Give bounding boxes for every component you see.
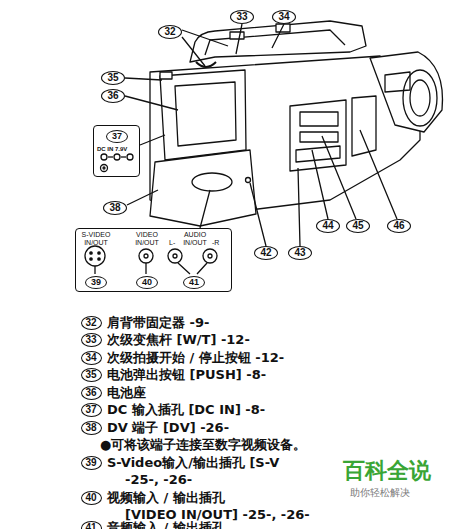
watermark: 助你轻松解决 <box>347 486 413 500</box>
jack-label: L- <box>169 239 175 246</box>
part-description: ●可将该端子连接至数字视频设备。 <box>100 437 306 453</box>
callout-number: 38 <box>81 421 102 435</box>
callout-number: 32 <box>81 316 102 330</box>
callout-number: 36 <box>101 89 125 103</box>
callout-number: 43 <box>288 246 312 260</box>
jack-label: S-VIDEO IN/OUT <box>76 231 116 247</box>
part-description: 肩背带固定器 -9- <box>107 315 209 331</box>
callout-number: 45 <box>346 219 370 233</box>
callout-number: 33 <box>230 10 254 24</box>
jack-label: VIDEO IN/OUT <box>130 231 164 247</box>
jack-label: AUDIO IN/OUT <box>180 231 210 247</box>
watermark: 百科全说 <box>340 456 434 486</box>
callout-number: 39 <box>85 276 107 289</box>
inset-box: S-VIDEO IN/OUT VIDEO IN/OUT L- AUDIO IN/OUT… <box>75 228 232 292</box>
jack-label: -R <box>212 239 219 246</box>
part-description: 次级拍摄开始 / 停止按钮 -12- <box>107 350 284 366</box>
callout-number: 38 <box>103 201 127 215</box>
part-description: 电池座 <box>107 385 146 401</box>
callout-number: 41 <box>183 276 205 289</box>
part-description: 次级变焦杆 [W/T] -12- <box>107 332 250 348</box>
callout-number: 34 <box>272 10 296 24</box>
callout-number: 39 <box>81 456 102 470</box>
callout-number: 37 <box>81 403 102 417</box>
callout-number: 34 <box>81 351 102 365</box>
callout-number: 40 <box>136 276 158 289</box>
callout-number: 32 <box>158 25 182 39</box>
callout-number: 41 <box>81 521 102 529</box>
part-description: DC 输入插孔 [DC IN] -8- <box>107 402 265 418</box>
callout-number: 40 <box>81 491 102 505</box>
callout-number: 35 <box>101 71 125 85</box>
part-description: 电池弹出按钮 [PUSH] -8- <box>107 367 266 383</box>
callout-number: 42 <box>254 246 278 260</box>
callout-number: 36 <box>81 386 102 400</box>
inset-box: 37 DC IN 7.9V <box>93 125 140 177</box>
part-description: -25-, -26- <box>125 472 192 488</box>
jack-label: DC IN 7.9V <box>97 146 127 152</box>
callout-number: 33 <box>81 333 102 347</box>
part-description: 视频输入 / 输出插孔 <box>107 490 225 506</box>
callout-number: 37 <box>106 130 128 143</box>
callout-number: 35 <box>81 368 102 382</box>
callout-number: 46 <box>387 219 411 233</box>
part-description: 音频输入 / 输出插孔 <box>107 520 225 529</box>
part-description: DV 端子 [DV] -26- <box>107 420 229 436</box>
part-description: S-Video输入/输出插孔 [S-V <box>107 455 279 471</box>
callout-number: 44 <box>316 219 340 233</box>
